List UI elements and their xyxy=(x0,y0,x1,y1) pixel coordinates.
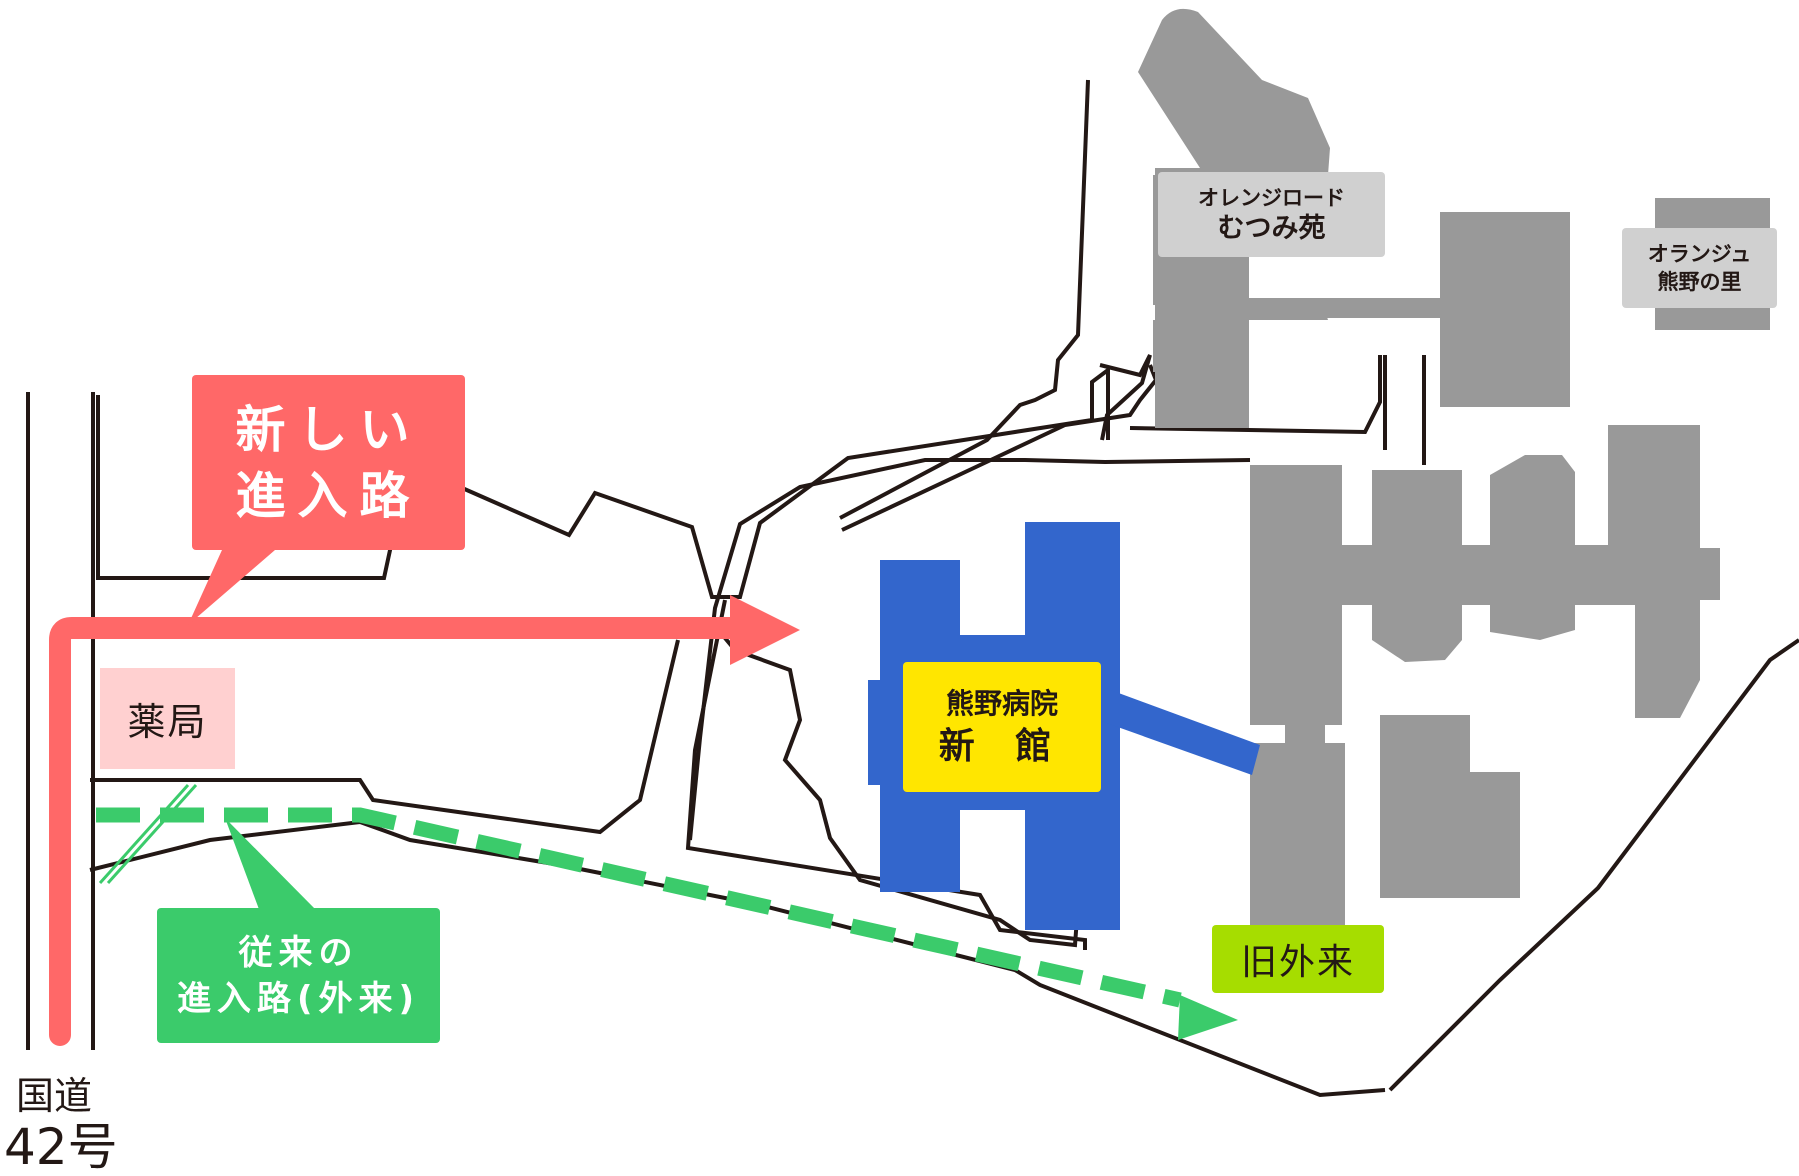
new-route-arrowhead xyxy=(730,595,800,665)
national-road-label: 国道 42号 xyxy=(0,1072,130,1175)
building-old-outpatient xyxy=(1250,715,1520,925)
east-boundary-road xyxy=(1388,638,1799,1092)
kumano-sato-label-line2: 熊野の里 xyxy=(1657,270,1742,294)
new-route-callout-pointer xyxy=(188,550,275,625)
old-route-crossing-line-a xyxy=(98,783,190,885)
old-route-crossing-line-b xyxy=(106,783,198,885)
old-outpatient-label-box xyxy=(1212,925,1384,993)
new-entry-route xyxy=(49,375,800,1046)
hospital-label: 熊野病院 新 館 xyxy=(903,662,1101,792)
old-route-callout-pointer xyxy=(225,818,318,912)
kumano-sato-label-line1: オランジュ xyxy=(1647,242,1752,266)
building-east-block xyxy=(1440,212,1570,407)
pharmacy-label-text: 薬局 xyxy=(127,700,208,744)
building-mutsumi-connector xyxy=(1245,298,1440,318)
old-route-callout-box xyxy=(157,908,440,1043)
old-route-callout: 従来の 進入路(外来) xyxy=(157,908,440,1043)
old-route-callout-line2: 進入路(外来) xyxy=(176,978,421,1019)
hospital-label-box xyxy=(903,662,1101,792)
new-route-callout-line2: 進入路 xyxy=(235,466,422,525)
old-outpatient-label-text: 旧外来 xyxy=(1240,942,1355,983)
kumano-sato-label: オランジュ 熊野の里 xyxy=(1622,228,1777,308)
old-route-arrowhead xyxy=(1178,995,1238,1040)
hospital-label-line1: 熊野病院 xyxy=(945,687,1058,720)
old-entry-route xyxy=(96,807,1238,1043)
lower-main-road-south xyxy=(89,819,1386,1098)
lower-main-road-north xyxy=(90,639,680,835)
old-route-dashed-line xyxy=(96,807,1182,1008)
inner-road xyxy=(685,599,1087,950)
skybridge-to-old-outpatient xyxy=(1098,688,1260,775)
mutsumi-label-line2: むつみ苑 xyxy=(1217,212,1326,244)
mutsumi-label-line1: オレンジロード xyxy=(1198,185,1345,210)
pharmacy-label: 薬局 xyxy=(100,668,235,769)
new-route-callout: 新しい 進入路 xyxy=(192,375,465,550)
campus-perimeter xyxy=(708,618,1082,948)
national-road-label-line1: 国道 xyxy=(16,1073,93,1118)
mutsumi-label: オレンジロード むつみ苑 xyxy=(1158,172,1385,257)
new-route-callout-box xyxy=(192,375,465,550)
building-central-block xyxy=(1250,425,1720,725)
new-route-callout-line1: 新しい xyxy=(235,400,422,459)
hospital-label-line2: 新 館 xyxy=(938,726,1066,767)
building-connector-vertical xyxy=(1285,725,1325,745)
new-route-line xyxy=(49,617,746,1046)
mutsumi-label-box xyxy=(1158,172,1385,257)
pharmacy-box xyxy=(100,668,235,769)
kumano-sato-label-box xyxy=(1622,228,1777,308)
loop-road-right xyxy=(1129,355,1382,435)
old-outpatient-label: 旧外来 xyxy=(1212,925,1384,993)
drive-loop-outer xyxy=(1099,354,1152,441)
access-road-upper xyxy=(839,79,1090,520)
national-road-label-line2: 42号 xyxy=(4,1117,118,1176)
old-route-callout-line1: 従来の xyxy=(238,932,359,973)
